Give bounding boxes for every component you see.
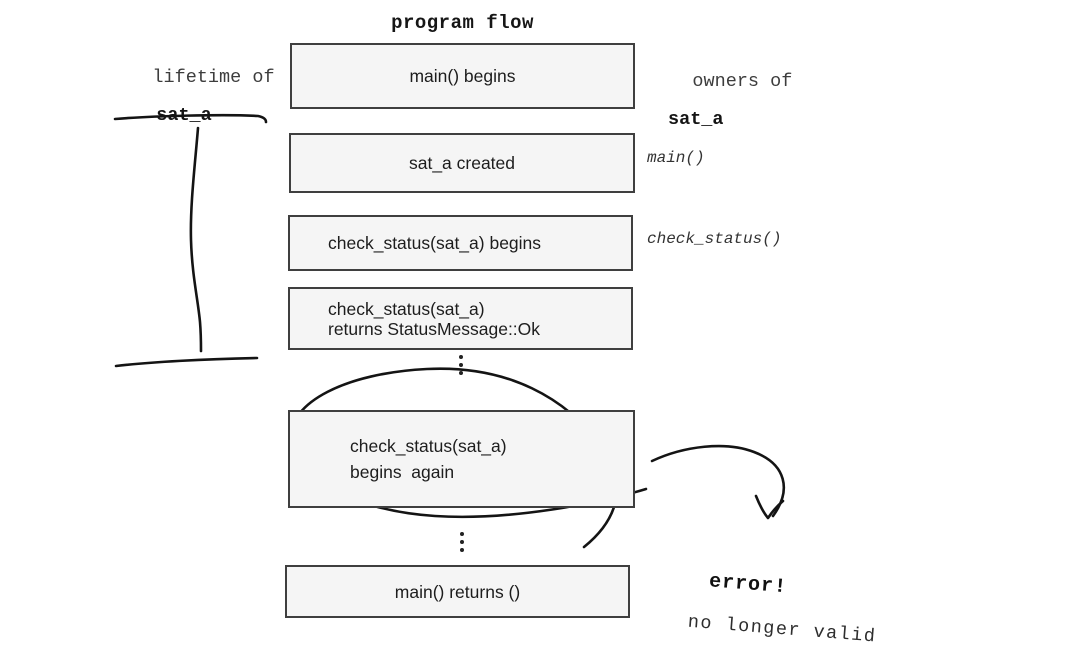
- error-annotation: error! no longer valid to access sat_a: [632, 524, 877, 649]
- flow-box-main-begins: main() begins: [290, 43, 635, 109]
- error-arrow-head: [754, 494, 785, 520]
- error-arrow-curve: [650, 444, 786, 518]
- owners-annotation-line1: owners of: [692, 71, 793, 92]
- flow-box-sat-a-created-text: sat_a created: [408, 153, 516, 173]
- flow-box-sat-a-created: sat_a created: [289, 133, 635, 193]
- lifetime-annotation-line1: lifetime of: [152, 67, 275, 88]
- flow-box-check-status-begins-again-line1: check_status(sat_a): [350, 436, 507, 456]
- lifetime-bottom-line: [114, 356, 259, 368]
- diagram-title: program flow: [391, 12, 534, 34]
- error-annotation-line1: no longer valid: [687, 611, 878, 648]
- lifetime-annotation-var: sat_a: [156, 105, 212, 126]
- owners-annotation-var: sat_a: [668, 109, 724, 130]
- lifetime-annotation: lifetime of sat_a: [108, 49, 274, 163]
- owners-annotation: owners of sat_a: [648, 53, 808, 167]
- flow-box-check-status-begins: check_status(sat_a) begins: [288, 215, 633, 271]
- flow-box-main-returns: main() returns (): [285, 565, 630, 618]
- lifetime-top-line: [113, 113, 268, 124]
- error-annotation-title: error!: [708, 570, 788, 600]
- lifetime-vertical-line: [189, 126, 203, 353]
- flow-box-main-begins-text: main() begins: [409, 66, 516, 86]
- flow-box-check-status-returns-line1: check_status(sat_a): [328, 298, 485, 319]
- owner-label-check-status: check_status(): [647, 230, 782, 248]
- flow-box-check-status-begins-again-line2: begins again: [350, 462, 455, 482]
- flow-box-main-returns-text: main() returns (): [394, 581, 521, 602]
- flow-box-check-status-begins-text: check_status(sat_a) begins: [328, 233, 542, 253]
- flow-box-check-status-returns: check_status(sat_a) returns StatusMessag…: [288, 287, 633, 350]
- continuation-dots-top: [459, 355, 463, 375]
- continuation-dots-bottom: [460, 532, 464, 552]
- flow-box-check-status-returns-line2: returns StatusMessage::Ok: [328, 318, 541, 339]
- owner-label-main: main(): [647, 149, 705, 167]
- flow-box-check-status-begins-again: check_status(sat_a) begins again: [288, 410, 635, 508]
